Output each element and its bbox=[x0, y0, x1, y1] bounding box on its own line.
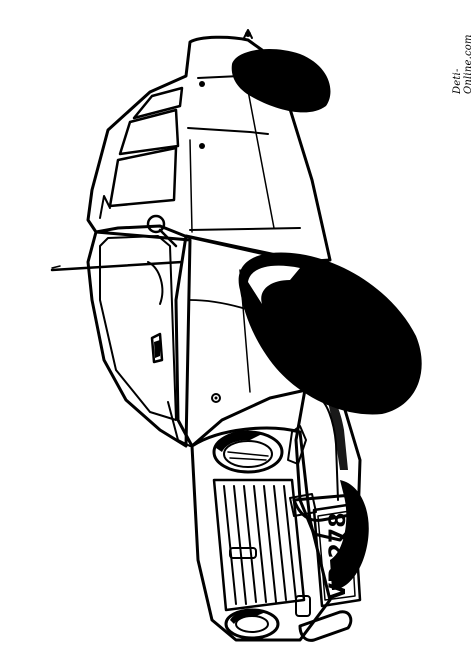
car-antenna bbox=[50, 260, 184, 272]
car-body-side bbox=[86, 214, 192, 448]
side-windows bbox=[99, 86, 184, 219]
license-plate-text: VR 278 bbox=[326, 512, 351, 600]
rear-wheel bbox=[231, 49, 331, 113]
car-roof bbox=[86, 29, 332, 264]
watermark: Deti-Online.com bbox=[452, 34, 474, 94]
front-tire-lower bbox=[330, 480, 369, 590]
front-bumper bbox=[292, 494, 358, 642]
car-front-face bbox=[190, 426, 332, 642]
license-plate: VR 278 bbox=[312, 502, 362, 608]
grille bbox=[212, 478, 306, 612]
front-wheel bbox=[238, 252, 422, 415]
